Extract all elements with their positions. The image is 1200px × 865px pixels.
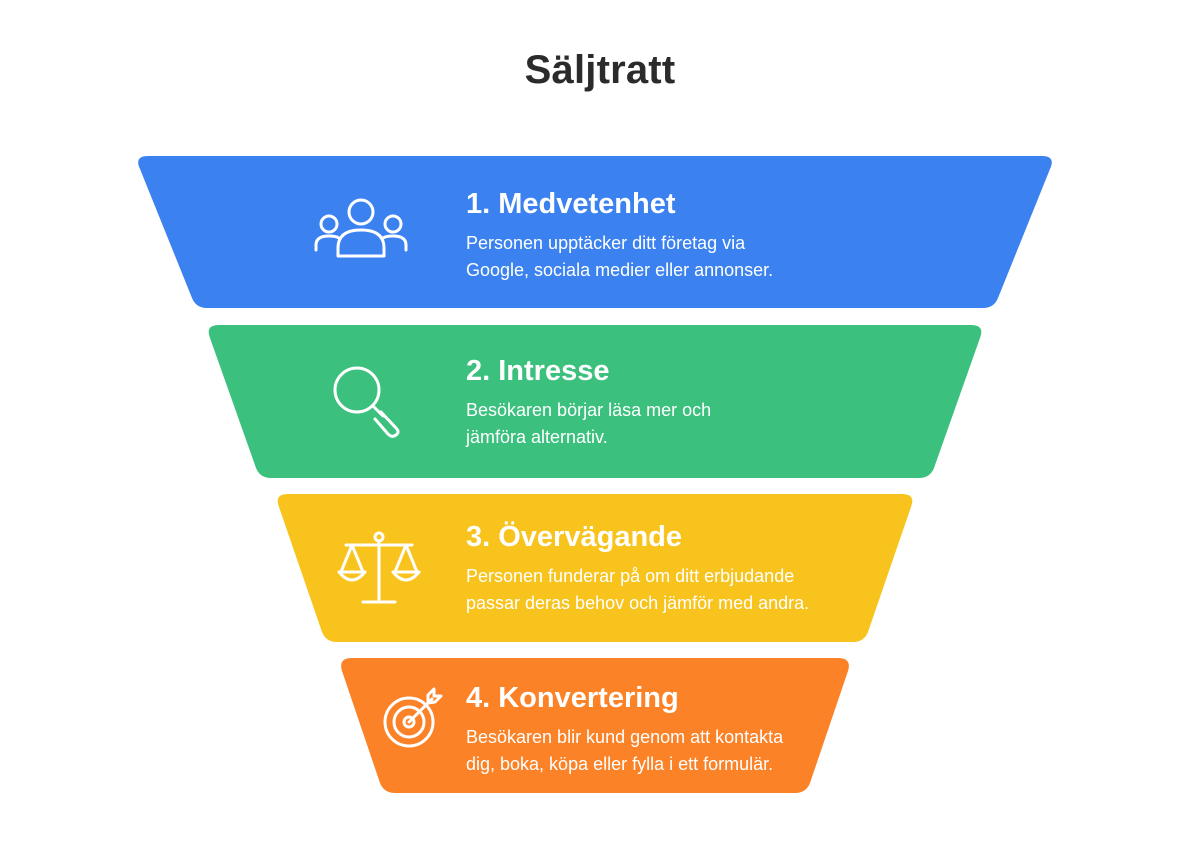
funnel-stage-1-band — [138, 156, 1052, 308]
funnel-stage-2: 2. Intresse Besökaren börjar läsa mer oc… — [466, 353, 711, 451]
page-title: Säljtratt — [524, 48, 676, 92]
stage-description: Personen funderar på om ditt erbjudande … — [466, 566, 810, 613]
scale-icon — [337, 531, 421, 604]
funnel-stage-3-band — [277, 494, 913, 642]
funnel-stage-3: 3. Övervägande Personen funderar på om d… — [466, 519, 809, 617]
stage-description: Personen upptäcker ditt företag via Goog… — [466, 233, 774, 280]
stage-title: 4. Konvertering — [466, 682, 679, 714]
funnel-stage-4: 4. Konvertering Besökaren blir kund geno… — [466, 680, 783, 778]
stage-title: 2. Intresse — [466, 355, 610, 387]
funnel-stage-4-band — [341, 658, 849, 793]
magnifier-icon — [333, 366, 400, 438]
target-icon — [383, 687, 443, 748]
stage-title: 1. Medvetenhet — [466, 188, 676, 220]
stage-description: Besökaren blir kund genom att kontakta d… — [466, 727, 784, 774]
stage-description: Besökaren börjar läsa mer och jämföra al… — [466, 400, 712, 447]
funnel-stage-1: 1. Medvetenhet Personen upptäcker ditt f… — [466, 186, 773, 284]
funnel-stage-2-band — [208, 325, 982, 478]
stage-title: 3. Övervägande — [466, 521, 682, 553]
people-icon — [314, 198, 408, 258]
